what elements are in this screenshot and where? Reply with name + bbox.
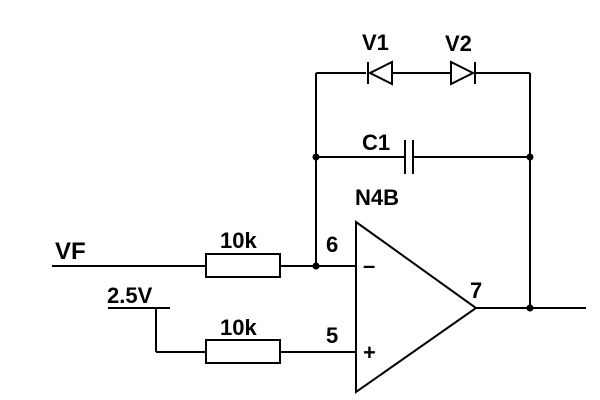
pin-5-label: 5 (326, 323, 338, 348)
diode-v1 (367, 60, 393, 86)
opamp-triangle (355, 220, 478, 394)
resistor-bottom (205, 339, 281, 364)
junction-dot (526, 304, 534, 312)
reference-voltage-label: 2.5V (107, 283, 153, 308)
wires (52, 72, 586, 353)
junction-dot (312, 262, 320, 270)
vf-input-label: VF (55, 238, 86, 265)
junctions (312, 153, 534, 312)
opamp-label: N4B (355, 185, 399, 210)
pin-6-label: 6 (326, 232, 338, 257)
resistor-bottom-label: 10k (220, 315, 257, 340)
diode-v2 (450, 60, 476, 86)
junction-dot (526, 153, 534, 161)
pin-7-label: 7 (470, 278, 482, 303)
resistor-top-label: 10k (220, 228, 257, 253)
diode-v2-label: V2 (445, 31, 472, 56)
capacitor-c1 (404, 140, 414, 174)
opamp-minus-sign: – (363, 253, 375, 278)
opamp-plus-sign: + (363, 340, 376, 365)
diode-v1-label: V1 (362, 30, 389, 55)
junction-dot (312, 153, 320, 161)
resistor-top (205, 253, 281, 278)
capacitor-label: C1 (362, 130, 390, 155)
